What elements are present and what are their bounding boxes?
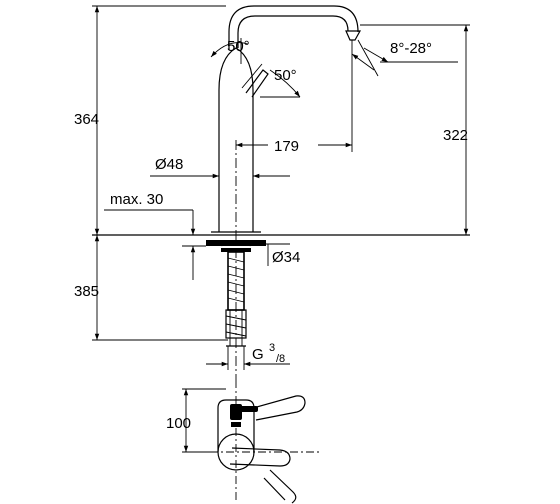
dim-handle-angle-top-label: 50° <box>227 38 250 55</box>
dim-body-diameter: Ø48 <box>150 156 290 179</box>
dim-mounting-hole: Ø34 <box>206 241 300 266</box>
dim-overall-height-label: 364 <box>74 111 99 128</box>
dim-spout-angle: 8°-28° <box>351 39 458 77</box>
mounting-shank <box>206 240 266 347</box>
dim-spout-height: 322 <box>360 24 470 235</box>
dim-spout-angle-label: 8°-28° <box>390 40 432 57</box>
dim-below-deck-label: 385 <box>74 283 99 300</box>
dim-spout-reach-label: 179 <box>274 138 299 155</box>
dim-mounting-hole-label: Ø34 <box>272 249 300 266</box>
faucet-body-outline <box>211 47 269 233</box>
dim-plan-clearance-label: 100 <box>166 415 191 432</box>
dim-deck-thickness: max. 30 <box>104 191 206 280</box>
dim-spout-height-label: 322 <box>443 127 468 144</box>
plan-view <box>210 380 320 504</box>
dim-deck-thickness-label: max. 30 <box>110 191 163 208</box>
dim-overall-height: 364 <box>74 5 226 235</box>
dim-connection-thread-sup: 3 <box>269 342 275 354</box>
dim-handle-angle-top: 50° <box>210 38 250 64</box>
dim-handle-angle-side-label: 50° <box>274 67 297 84</box>
spout-outline <box>228 5 362 50</box>
dim-plan-clearance: 100 <box>166 388 226 453</box>
dim-spout-reach: 179 <box>236 40 353 155</box>
dim-connection-thread-main: G <box>252 346 264 363</box>
dim-below-deck: 385 <box>74 235 228 341</box>
dim-handle-angle-side: 50° <box>260 67 301 98</box>
dim-connection-thread-sub: /8 <box>276 353 285 365</box>
dim-body-diameter-label: Ø48 <box>155 156 183 173</box>
dim-connection-thread: G 3 /8 <box>206 342 290 370</box>
